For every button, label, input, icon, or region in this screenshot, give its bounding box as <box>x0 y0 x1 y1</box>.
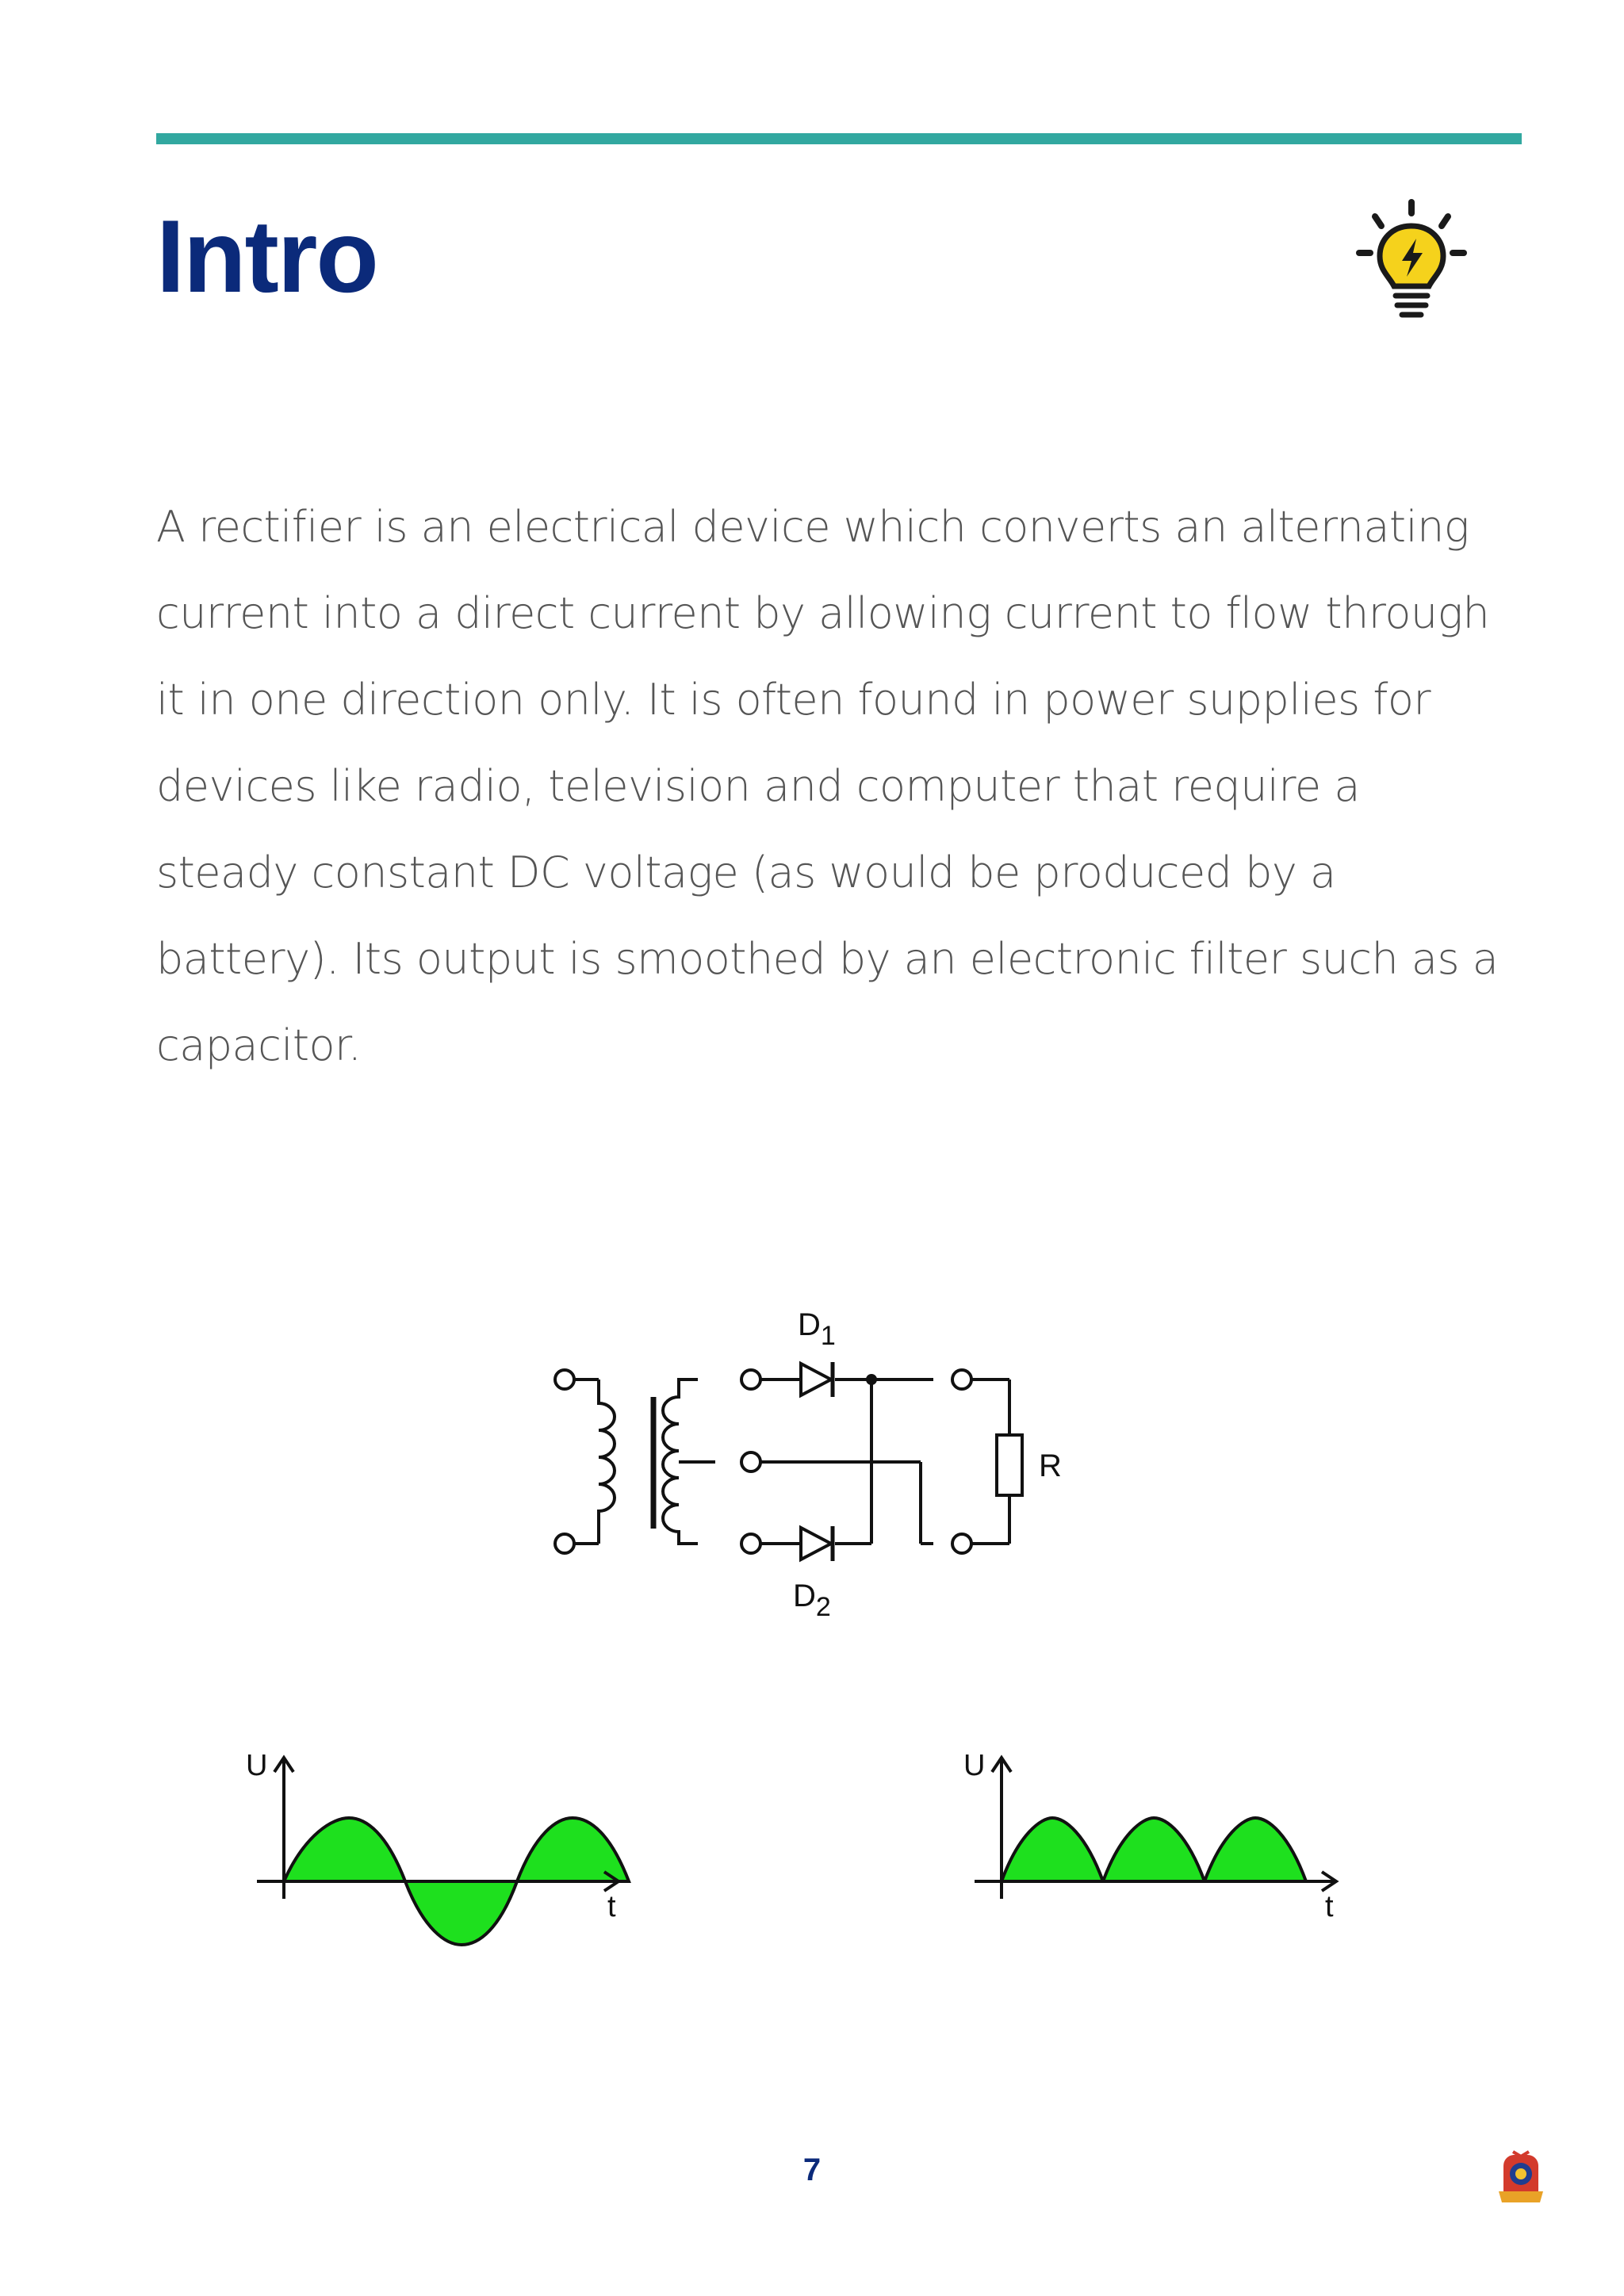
full-wave-rectifier-circuit: D1 D2 R <box>553 1307 1062 1622</box>
d1-subscript: 1 <box>821 1321 836 1351</box>
d2-label: D <box>793 1578 816 1613</box>
diode-d1 <box>799 1360 835 1399</box>
emblem-logo <box>1499 2150 1543 2202</box>
rectified-waveform: U t <box>963 1749 1339 1923</box>
header-rule <box>156 133 1522 144</box>
svg-text:D1: D1 <box>798 1307 836 1351</box>
page-title: Intro <box>156 198 379 314</box>
page-number: 7 <box>802 2152 822 2187</box>
x-axis-label: t <box>607 1890 616 1923</box>
lightbulb-bolt-icon <box>1356 199 1467 318</box>
intro-paragraph: A rectifier is an electrical device whic… <box>156 502 1499 1070</box>
ac-waveform: U t <box>246 1749 631 1946</box>
resistor-label: R <box>1039 1448 1062 1483</box>
y-axis-label: U <box>246 1749 267 1782</box>
y-axis-label: U <box>963 1749 985 1782</box>
x-axis-label: t <box>1325 1890 1334 1923</box>
svg-text:D2: D2 <box>793 1578 831 1622</box>
d1-label: D <box>798 1307 821 1342</box>
junction-dot <box>866 1374 877 1385</box>
diode-d2 <box>799 1525 835 1563</box>
d2-subscript: 2 <box>816 1592 831 1622</box>
